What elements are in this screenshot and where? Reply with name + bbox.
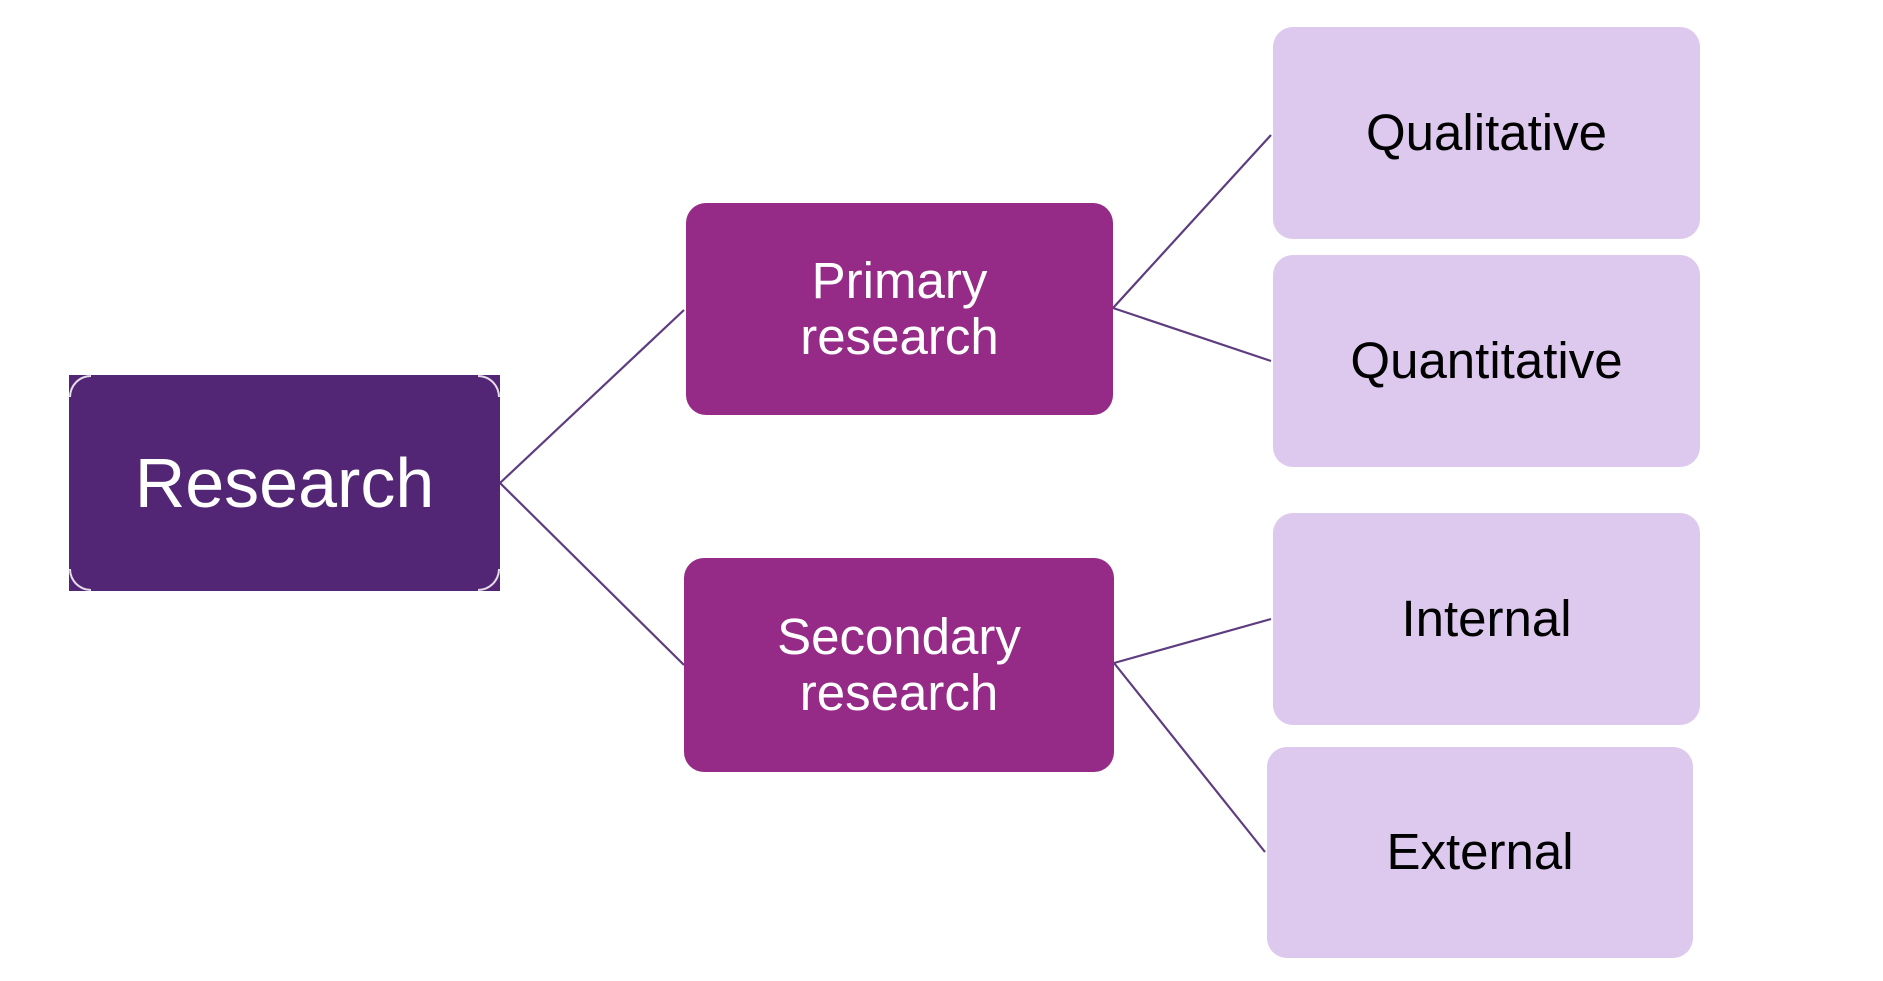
node-label: Internal (1401, 589, 1572, 647)
node-internal[interactable]: Internal (1273, 513, 1700, 725)
connector-secondary-to-external (1113, 662, 1266, 853)
corner-arc-decoration (478, 375, 500, 397)
node-label: Quantitative (1350, 331, 1623, 389)
node-label-line: Primary (811, 251, 988, 309)
connector-research-to-primary (499, 309, 685, 484)
node-secondary-research[interactable]: Secondary research (684, 558, 1114, 772)
connector-secondary-to-internal (1113, 617, 1272, 665)
node-label: Research (134, 443, 435, 522)
corner-arc-decoration (69, 375, 91, 397)
node-label: External (1386, 823, 1574, 881)
node-label-line: Secondary (777, 607, 1021, 665)
connector-primary-to-qualitative (1112, 134, 1272, 309)
node-research[interactable]: Research (69, 375, 500, 591)
node-quantitative[interactable]: Quantitative (1273, 255, 1700, 467)
node-label: Qualitative (1366, 103, 1607, 161)
node-label-line: research (799, 664, 999, 721)
corner-arc-decoration (69, 569, 91, 591)
node-label-line: research (800, 308, 999, 365)
node-primary-research[interactable]: Primary research (686, 203, 1113, 415)
corner-arc-decoration (478, 569, 500, 591)
connector-research-to-secondary (499, 482, 685, 666)
connector-primary-to-quantitative (1112, 306, 1272, 363)
node-external[interactable]: External (1267, 747, 1693, 958)
node-qualitative[interactable]: Qualitative (1273, 27, 1700, 239)
